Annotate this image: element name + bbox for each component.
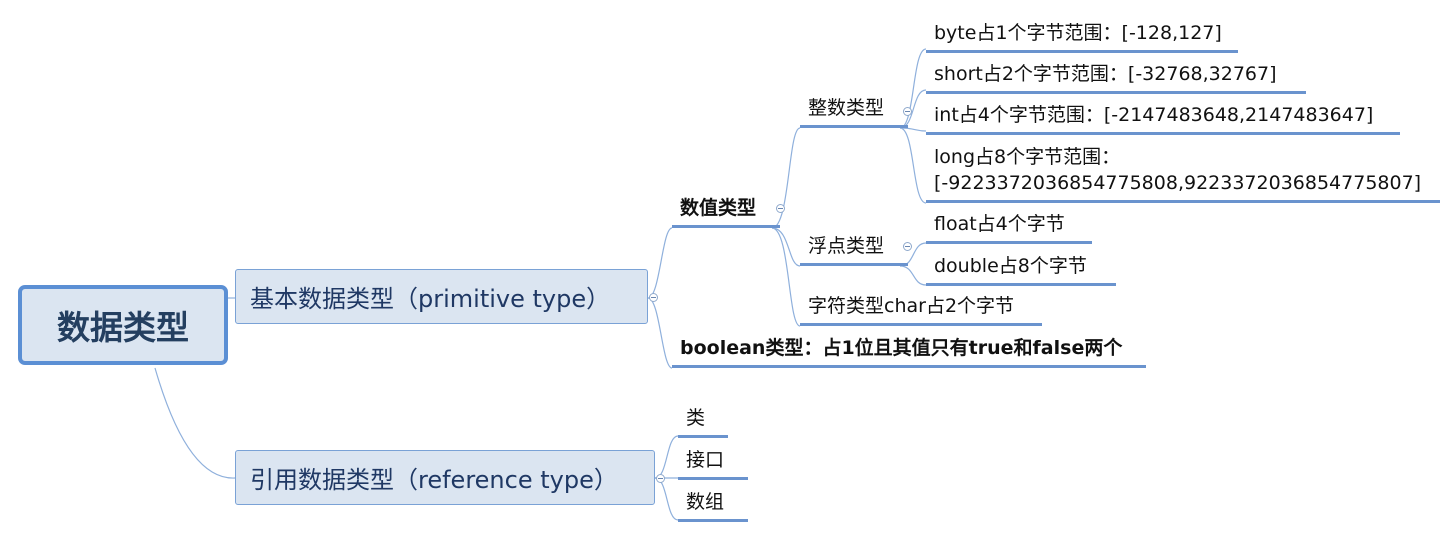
collapse-icon[interactable] — [649, 293, 658, 302]
float-type-topic[interactable]: 浮点类型 — [800, 233, 908, 266]
int-topic[interactable]: int占4个字节范围：[-2147483648,2147483647] — [926, 102, 1400, 135]
primitive-type-topic[interactable]: 基本数据类型（primitive type） — [235, 269, 648, 324]
double-topic[interactable]: double占8个字节 — [926, 253, 1116, 286]
numeric-type-topic[interactable]: 数值类型 — [672, 195, 780, 228]
long-line-2: [-9223372036854775808,922337203685477580… — [934, 172, 1422, 194]
interface-topic[interactable]: 接口 — [678, 447, 748, 480]
collapse-icon[interactable] — [776, 204, 785, 213]
long-topic[interactable]: long占8个字节范围： [-9223372036854775808,92233… — [926, 144, 1440, 203]
root-topic[interactable]: 数据类型 — [18, 285, 228, 365]
long-line-1: long占8个字节范围： — [934, 146, 1121, 168]
collapse-icon[interactable] — [903, 107, 912, 116]
collapse-icon[interactable] — [903, 242, 912, 251]
reference-type-topic[interactable]: 引用数据类型（reference type） — [235, 450, 655, 505]
short-topic[interactable]: short占2个字节范围：[-32768,32767] — [926, 61, 1306, 94]
class-topic[interactable]: 类 — [678, 405, 728, 438]
collapse-icon[interactable] — [656, 474, 665, 483]
array-topic[interactable]: 数组 — [678, 489, 748, 522]
char-type-topic[interactable]: 字符类型char占2个字节 — [800, 293, 1042, 326]
byte-topic[interactable]: byte占1个字节范围：[-128,127] — [926, 20, 1238, 53]
float-topic[interactable]: float占4个字节 — [926, 211, 1092, 244]
boolean-type-topic[interactable]: boolean类型：占1位且其值只有true和false两个 — [672, 335, 1146, 368]
integer-type-topic[interactable]: 整数类型 — [800, 95, 908, 128]
